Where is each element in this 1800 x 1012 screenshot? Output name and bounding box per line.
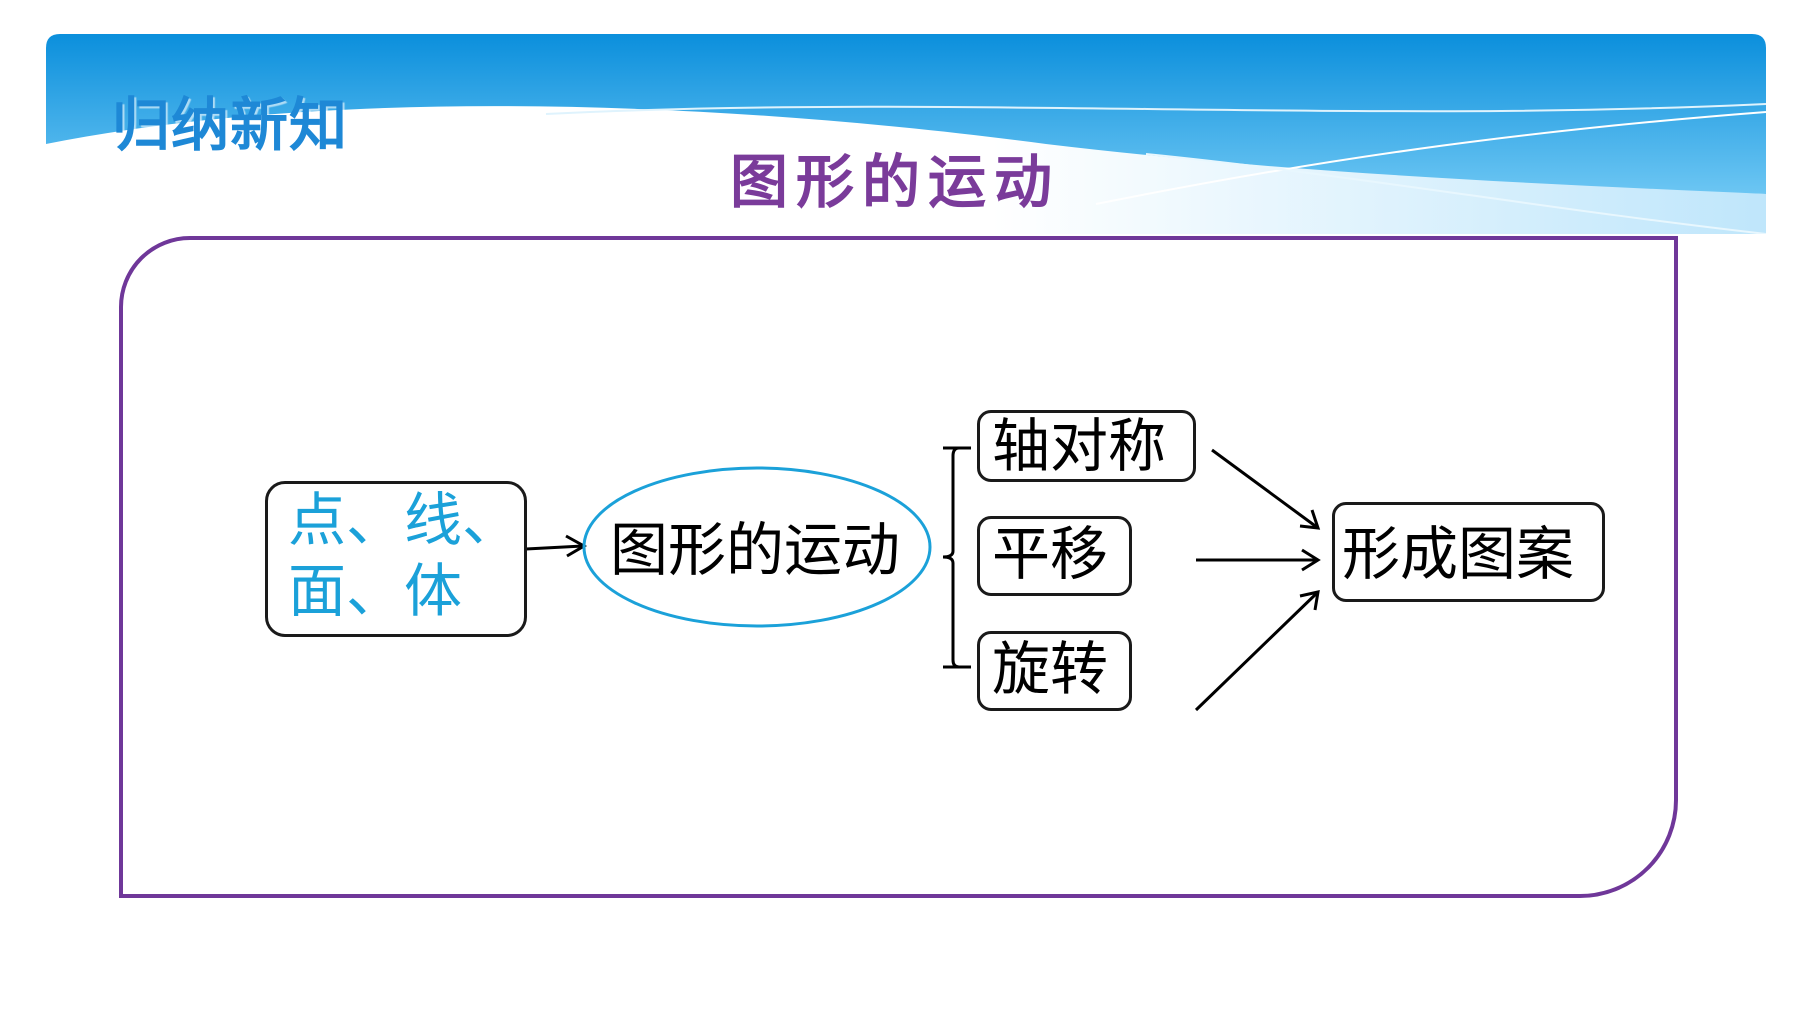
- source-box: [265, 481, 527, 637]
- source-text-line1: 点、线、: [288, 486, 521, 554]
- branch-box-rotation: [977, 631, 1132, 711]
- source-text-line2: 面、体: [288, 557, 463, 625]
- branch-box-axial: [977, 410, 1196, 482]
- content-frame: [119, 236, 1678, 898]
- arrow-translation-to-result: [1196, 548, 1321, 572]
- header-banner: [46, 34, 1766, 234]
- branch-label-translation: 平移: [992, 520, 1109, 588]
- center-ellipse: [582, 466, 932, 628]
- result-box: [1332, 502, 1605, 602]
- arrow-rotation-to-result: [1194, 590, 1320, 712]
- arrow-source-to-center: [525, 534, 588, 558]
- branch-box-translation: [977, 516, 1132, 596]
- section-label: 归纳新知: [112, 91, 349, 159]
- center-label: 图形的运动: [610, 516, 901, 584]
- arrow-axial-to-result: [1211, 448, 1321, 530]
- branch-label-axial: 轴对称: [992, 412, 1167, 480]
- branch-label-rotation: 旋转: [992, 635, 1109, 703]
- branch-bracket: [942, 446, 971, 669]
- page-title: 图形的运动: [730, 148, 1061, 216]
- result-label: 形成图案: [1342, 520, 1575, 588]
